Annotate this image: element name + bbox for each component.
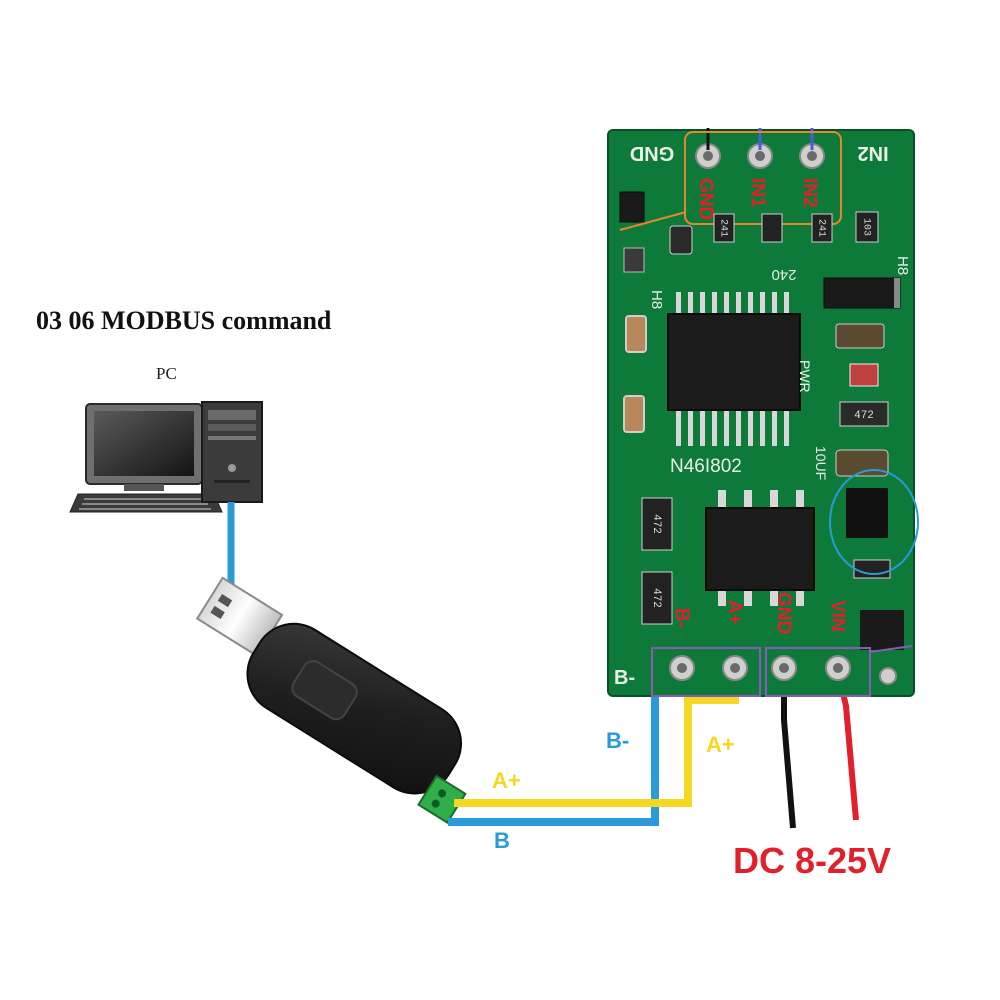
res-472-b: 472 (650, 514, 662, 534)
res-103: 103 (860, 218, 871, 236)
usb-rs485-converter (195, 576, 467, 825)
res-241-a: 241 (717, 219, 728, 237)
chip-label: N46I802 (670, 456, 742, 477)
wire-label-a-plus-usb: A+ (492, 768, 521, 793)
pin-label-b-minus: B- (671, 608, 692, 628)
bottom-terminal-pads (669, 655, 897, 685)
silk-gnd: GND (630, 142, 674, 164)
silk-h8-left: H8 (648, 290, 665, 309)
pin-label-in2: IN2 (799, 178, 820, 208)
silk-240: 240 (771, 266, 796, 283)
pin-label-a-plus: A+ (724, 600, 745, 625)
top-input-pads (695, 143, 825, 169)
silk-in2: IN2 (857, 142, 888, 164)
pc-label: PC (156, 364, 177, 383)
diagram-title: 03 06 MODBUS command (36, 306, 332, 335)
silk-b-minus: B- (614, 667, 635, 689)
rs485-chip (705, 490, 815, 606)
rs485-highlight-box (651, 647, 761, 697)
pwr-led (849, 363, 879, 387)
silk-10uf: 10UF (813, 446, 829, 480)
pin-label-in1: IN1 (747, 178, 768, 208)
silk-h8-right: H8 (894, 256, 911, 275)
silk-pwr: PWR (797, 360, 813, 393)
pin-label-vin: VIN (827, 600, 848, 632)
res-241-b: 241 (815, 219, 826, 237)
res-472-a: 472 (854, 410, 874, 422)
regulator-highlight (829, 469, 919, 575)
res-472-c: 472 (650, 588, 662, 608)
pin-label-gnd-bottom: GND (773, 592, 794, 634)
power-highlight-box (765, 647, 871, 697)
wire-label-a-plus-board: A+ (706, 732, 735, 757)
power-supply-label: DC 8-25V (733, 840, 892, 881)
wire-label-b-usb: B (494, 828, 510, 853)
wire-label-b-minus: B- (606, 728, 629, 753)
modbus-io-board: GND IN2 GND IN1 IN2 241 241 103 (607, 128, 919, 697)
mcu-chip (667, 292, 801, 446)
pin-label-gnd-top: GND (695, 178, 716, 220)
pc-computer-icon (69, 401, 263, 513)
